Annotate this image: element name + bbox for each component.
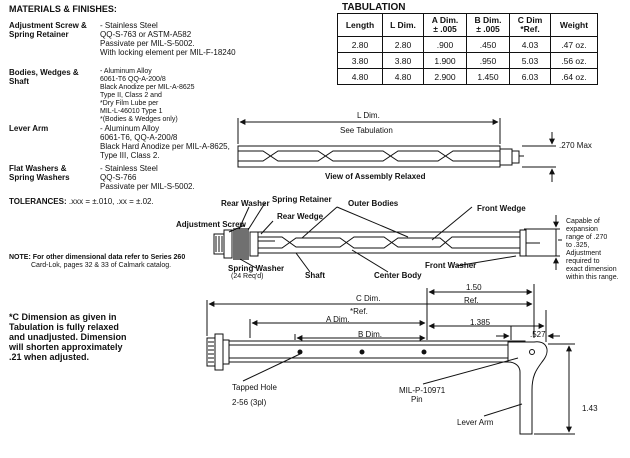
col-length: Length — [337, 13, 383, 37]
dim-150-label: 1.50 — [466, 283, 482, 292]
cell: 4.80 — [382, 68, 424, 85]
material-label-bodies: Bodies, Wedges &Shaft — [9, 68, 79, 86]
dim-143-label: 1.43 — [582, 404, 598, 413]
c-dim-label: C Dim. — [356, 294, 381, 303]
adjustment-screw-label: Adjustment Screw — [176, 220, 246, 229]
col-l-dim: L Dim. — [382, 13, 424, 37]
cell: 2.80 — [337, 36, 383, 53]
material-label-screw: Adjustment Screw &Spring Retainer — [9, 21, 87, 39]
material-label-washers: Flat Washers &Spring Washers — [9, 164, 70, 182]
max-thickness-label: .270 Max — [559, 141, 592, 150]
outer-bodies-label: Outer Bodies — [348, 199, 399, 208]
lever-arm-label: Lever Arm — [457, 418, 494, 427]
l-dim-label: L Dim. — [357, 111, 380, 120]
center-body-label: Center Body — [374, 271, 422, 280]
shaft-label: Shaft — [305, 271, 325, 280]
cell: 1.450 — [466, 68, 510, 85]
tolerances: TOLERANCES: .xxx = ±.010, .xx = ±.02. — [9, 197, 154, 206]
front-wedge-label: Front Wedge — [477, 204, 526, 213]
cell: 6.03 — [509, 68, 551, 85]
cell: .47 oz. — [550, 36, 598, 53]
a-dim-label: A Dim. — [326, 315, 350, 324]
b-dim-label: B Dim. — [358, 330, 382, 339]
tabulation-table: Length L Dim. A Dim.± .005 B Dim.± .005 … — [337, 13, 598, 85]
cell: 3.80 — [382, 52, 424, 69]
cell: 4.80 — [337, 68, 383, 85]
material-label-lever: Lever Arm — [9, 124, 49, 133]
dim-1385-label: 1.385 — [470, 318, 491, 327]
spring-washer-label: Spring Washer (24 Req'd) — [228, 264, 285, 280]
see-tabulation-label: See Tabulation — [340, 126, 393, 135]
cell: 3.80 — [337, 52, 383, 69]
spring-retainer-label: Spring Retainer — [272, 195, 332, 204]
cell: 2.900 — [423, 68, 467, 85]
dimensioned-view — [206, 284, 575, 435]
dim-150-ref-label: Ref. — [464, 296, 479, 305]
rear-washer-label: Rear Washer — [221, 199, 270, 208]
cell: .900 — [423, 36, 467, 53]
rear-wedge-label: Rear Wedge — [277, 212, 324, 221]
view-caption: View of Assembly Relaxed — [325, 172, 426, 181]
cell: .450 — [466, 36, 510, 53]
tabulation-title: TABULATION — [342, 2, 406, 13]
col-weight: Weight — [550, 13, 598, 37]
col-c-dim: C Dim*Ref. — [509, 13, 551, 37]
cell: 1.900 — [423, 52, 467, 69]
cell: .64 oz. — [550, 68, 598, 85]
c-dim-ref-label: *Ref. — [350, 307, 368, 316]
component-view — [213, 202, 562, 273]
materials-heading: MATERIALS & FINISHES: — [9, 4, 117, 14]
relaxed-assembly-view — [237, 118, 556, 182]
cell: 5.03 — [509, 52, 551, 69]
cell: .950 — [466, 52, 510, 69]
table-header-row: Length L Dim. A Dim.± .005 B Dim.± .005 … — [337, 13, 598, 37]
col-a-dim: A Dim.± .005 — [423, 13, 467, 37]
col-b-dim: B Dim.± .005 — [466, 13, 510, 37]
cell: 2.80 — [382, 36, 424, 53]
note-text: NOTE: For other dimensional data refer t… — [9, 254, 186, 269]
cell: 4.03 — [509, 36, 551, 53]
cell: .56 oz. — [550, 52, 598, 69]
front-washer-label: Front Washer — [425, 261, 477, 270]
dim-527-label: .527 — [530, 330, 546, 339]
